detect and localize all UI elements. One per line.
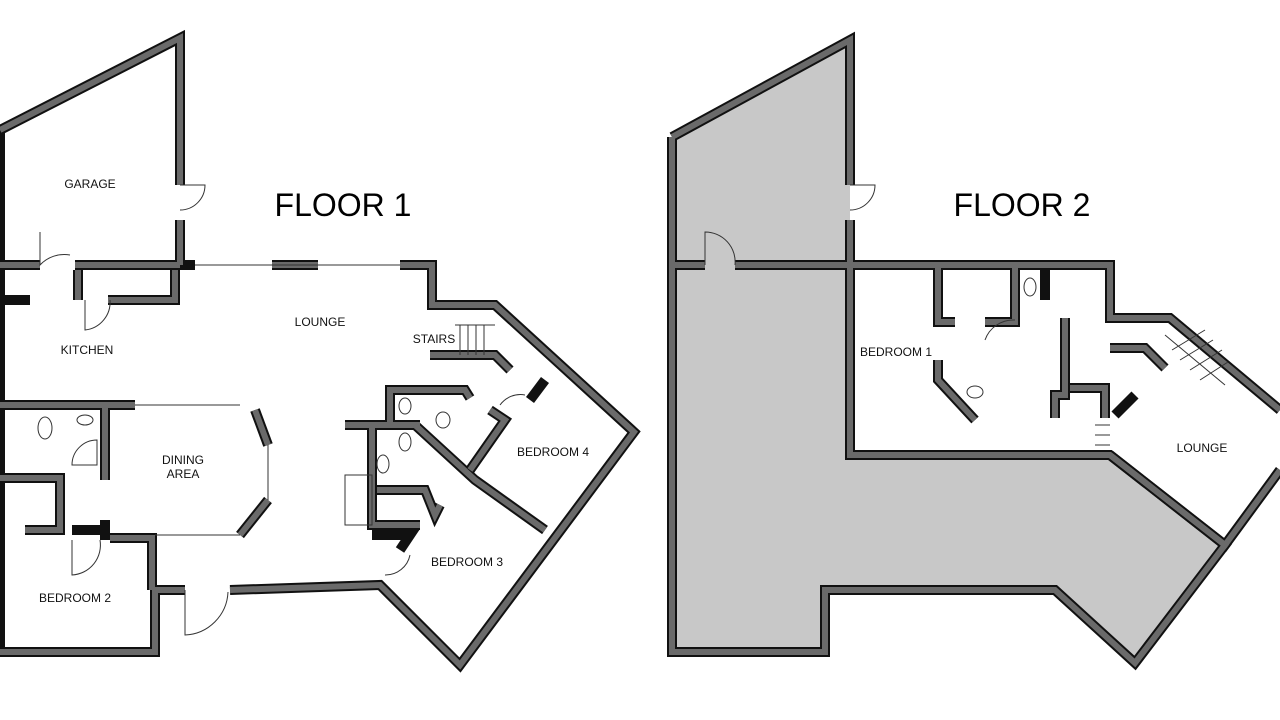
room-label-dining-2: AREA bbox=[167, 467, 200, 481]
room-label-garage: GARAGE bbox=[64, 177, 115, 191]
floor1-walls bbox=[0, 29, 641, 673]
room-label-bedroom2: BEDROOM 2 bbox=[39, 591, 111, 605]
room-label-stairs: STAIRS bbox=[413, 332, 455, 346]
room-label-dining-1: DINING bbox=[162, 453, 204, 467]
floor2-walls bbox=[667, 31, 1280, 671]
room-label-lounge: LOUNGE bbox=[295, 315, 346, 329]
room-label-bedroom4: BEDROOM 4 bbox=[517, 445, 589, 459]
room-label-kitchen: KITCHEN bbox=[61, 343, 114, 357]
floor2-void-area bbox=[672, 40, 1225, 663]
floor1-title: FLOOR 1 bbox=[275, 187, 412, 223]
room-label-bedroom3: BEDROOM 3 bbox=[431, 555, 503, 569]
room-label-f2-bedroom1: BEDROOM 1 bbox=[860, 345, 932, 359]
room-label-f2-lounge: LOUNGE bbox=[1177, 441, 1228, 455]
floor2-title: FLOOR 2 bbox=[954, 187, 1091, 223]
